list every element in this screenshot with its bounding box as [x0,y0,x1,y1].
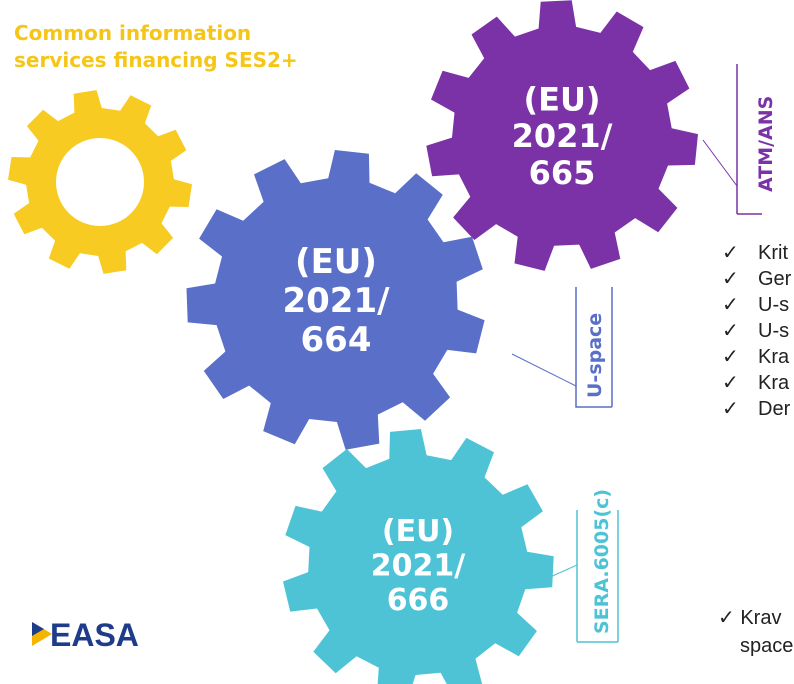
list-item: ✓ Kra [722,370,791,396]
gear-665-label-line: 665 [529,154,596,192]
gear-666-shape [283,429,554,684]
diagram-heading: Common information services financing SE… [14,20,298,74]
gear-665: (EU)2021/665 [426,0,698,271]
check-icon: ✓ [722,346,739,368]
gear-666-label-line: (EU) [382,514,454,549]
requirements-checklist: ✓ Krit ✓ Ger ✓ U-s ✓ U-s ✓ Kra ✓ Kra ✓ Der [722,240,791,422]
list-item-text: U-s [758,294,790,316]
heading-line-1: Common information [14,21,252,45]
gear-664-label-line: 2021/ [282,281,390,321]
gear-666-label-line: 666 [387,583,450,618]
gear-665-shape [426,0,698,271]
list-item-text: Krit [758,242,788,264]
u-space-bracket: U-space [511,287,613,408]
check-icon: ✓ [722,268,739,290]
bottom-note-line-1: Krav [740,607,782,629]
check-icon: ✓ [718,607,735,629]
gear-yellow [8,90,192,274]
list-item: ✓ Kra [722,344,791,370]
atm-ans-label: ATM/ANS [755,96,777,192]
gear-664-shape [186,150,485,450]
easa-logo: EASA [30,612,190,661]
list-item-text: Der [758,398,791,420]
heading-line-2: services financing SES2+ [14,48,298,72]
check-icon: ✓ [722,398,739,420]
list-item-text: U-s [758,320,790,342]
gear-665-label-line: (EU) [523,80,600,118]
bottom-note: ✓ Krav space [718,604,793,660]
list-item: ✓ U-s [722,318,791,344]
list-item: ✓ U-s [722,292,791,318]
u-space-label: U-space [584,313,606,398]
list-item-text: Ger [758,268,792,290]
atm-ans-bracket: ATM/ANS [702,64,777,215]
gear-664-label-line: 664 [301,320,372,360]
list-item: ✓ Krit [722,240,791,266]
easa-logo-mark: EASA [32,617,139,653]
gear-664-label-line: (EU) [295,242,377,282]
gear-hole [56,138,144,226]
gear-664: (EU)2021/664 [186,150,485,450]
list-item: ✓ Ger [722,266,791,292]
list-item-text: Kra [758,372,790,394]
list-item-text: Kra [758,346,790,368]
check-icon: ✓ [722,320,739,342]
check-icon: ✓ [722,294,739,316]
bottom-note-line-2: space [740,635,794,657]
logo-text: EASA [50,617,139,653]
gear-665-label-line: 2021/ [512,117,613,155]
gear-666-label-line: 2021/ [371,549,465,584]
check-icon: ✓ [722,242,739,264]
gear-666: (EU)2021/666 [283,429,554,684]
sera-bracket: SERA.6005(c) [547,489,619,643]
list-item: ✓ Der [722,396,791,422]
sera-label: SERA.6005(c) [591,489,613,634]
check-icon: ✓ [722,372,739,394]
